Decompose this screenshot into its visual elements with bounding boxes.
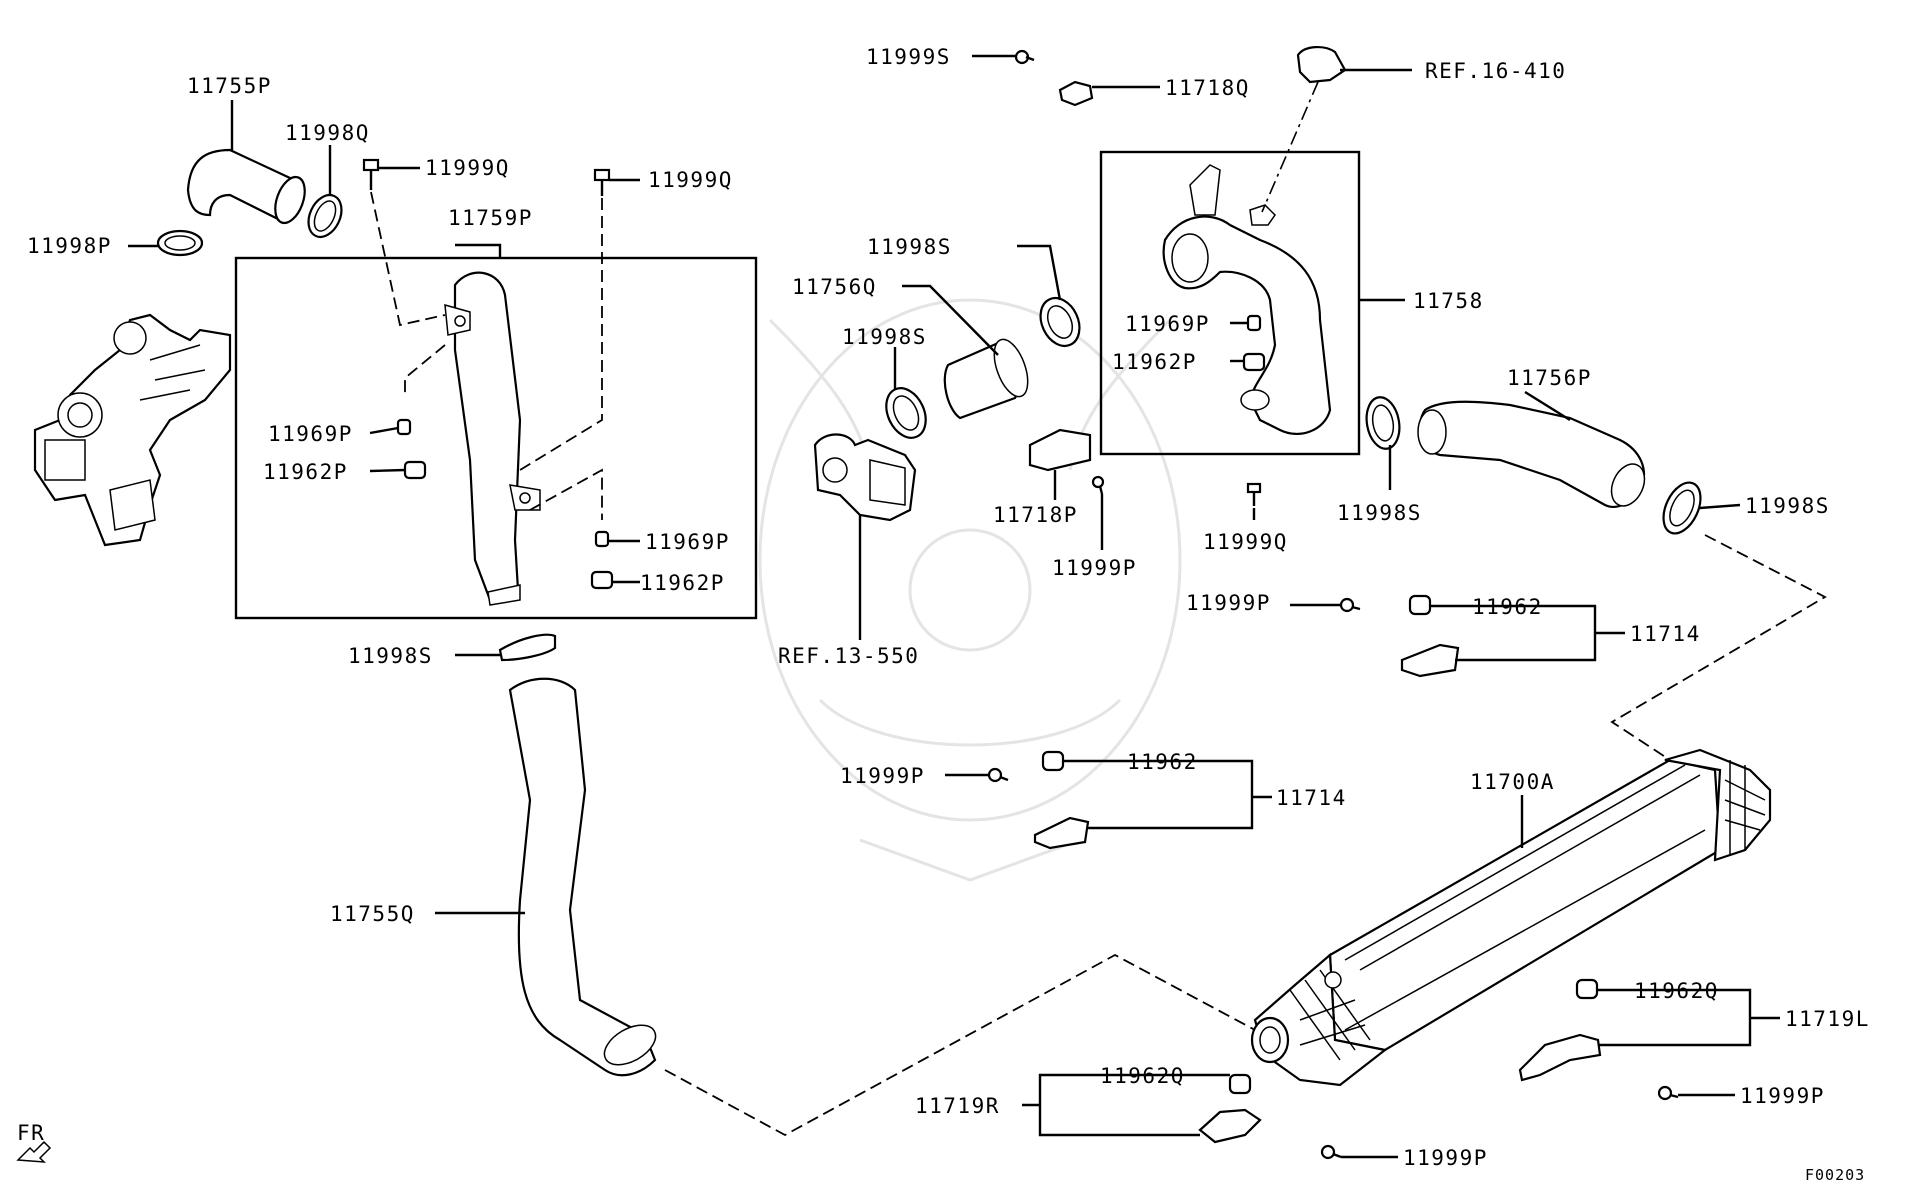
bracket-11718P — [1028, 428, 1092, 472]
grommet-11962-b — [1041, 750, 1065, 772]
label-11969P-b: 11969P — [645, 530, 730, 554]
grommet-11962-a — [1408, 594, 1432, 616]
label-11969P-c: 11969P — [1125, 312, 1210, 336]
label-11758: 11758 — [1413, 289, 1484, 313]
bolt-11999P-c — [987, 767, 1009, 783]
hose-11756Q — [943, 338, 1029, 420]
label-11999S: 11999S — [866, 45, 951, 69]
bolt-11999Q-right — [1246, 482, 1262, 506]
leader-lines — [128, 54, 1780, 1159]
pipe-11759P — [444, 271, 541, 606]
label-11700A: 11700A — [1470, 770, 1555, 794]
part-labels: 11755P 11998Q 11999Q 11999Q 11759P 11998… — [17, 45, 1870, 1184]
pipe-11758 — [1162, 164, 1332, 435]
nut-11969P-c — [1246, 314, 1262, 332]
label-11999P-e: 11999P — [1403, 1146, 1488, 1170]
label-11998S-d: 11998S — [1337, 501, 1422, 525]
label-11998Q: 11998Q — [285, 121, 370, 145]
label-11714-b: 11714 — [1276, 786, 1347, 810]
dash-11759P-d — [529, 468, 603, 520]
hose-11755P — [186, 148, 306, 225]
bolt-11999S — [1014, 49, 1035, 65]
label-11962-b: 11962 — [1127, 750, 1198, 774]
clamp-11998S-far-right — [1662, 481, 1702, 535]
grommet-11962Q-a — [1575, 978, 1599, 1000]
label-11719R: 11719R — [915, 1094, 1000, 1118]
clamp-11998S-right — [1365, 396, 1401, 450]
dash-11759P-b — [404, 344, 446, 395]
dash-ref16 — [1261, 81, 1319, 213]
nut-11969P-b — [594, 530, 610, 548]
bolt-11999P-b — [1339, 597, 1361, 613]
label-11998S-e: 11998S — [1745, 494, 1830, 518]
label-11969P-a: 11969P — [268, 422, 353, 446]
bracket-11714-b — [1033, 816, 1090, 850]
label-11999Q-c: 11999Q — [1203, 530, 1288, 554]
label-11755P: 11755P — [187, 74, 272, 98]
front-arrow-icon — [16, 1140, 52, 1163]
nut-11962P-c — [1242, 352, 1266, 372]
bolt-11999Q-left — [362, 158, 380, 190]
label-11962-a: 11962 — [1472, 595, 1543, 619]
dash-11755Q-to-intercooler — [664, 953, 1256, 1137]
label-11998S-c: 11998S — [842, 325, 927, 349]
bracket-11718Q — [1058, 80, 1094, 107]
label-11962P-c: 11962P — [1112, 350, 1197, 374]
label-11999P-a: 11999P — [1052, 556, 1137, 580]
nut-11962P-a — [403, 460, 427, 480]
bolt-11999Q-mid — [593, 168, 611, 196]
clamp-11998S-lower — [498, 633, 557, 662]
label-11999P-c: 11999P — [840, 764, 925, 788]
front-indicator-label: FR — [17, 1121, 45, 1145]
label-11962Q-b: 11962Q — [1100, 1064, 1185, 1088]
grommet-11962Q-b — [1228, 1073, 1252, 1095]
label-11999P-d: 11999P — [1740, 1084, 1825, 1108]
label-11998S-a: 11998S — [348, 644, 433, 668]
label-11718P: 11718P — [993, 503, 1078, 527]
sensor-ref16 — [1296, 46, 1347, 84]
label-11714-a: 11714 — [1630, 622, 1701, 646]
clamp-11998P — [156, 229, 204, 257]
group-box-11759P — [234, 256, 758, 620]
turbocharger — [33, 313, 232, 547]
intercooler — [1250, 748, 1772, 1087]
hose-11756P — [1417, 400, 1646, 508]
label-11999Q-a: 11999Q — [425, 156, 510, 180]
label-11999P-b: 11999P — [1186, 591, 1271, 615]
hose-11755Q — [508, 677, 657, 1077]
bracket-11719L — [1518, 1033, 1602, 1082]
label-11962P-b: 11962P — [640, 571, 725, 595]
label-11718Q: 11718Q — [1165, 76, 1250, 100]
clamp-11998S-mid — [885, 387, 927, 439]
label-11999Q-b: 11999Q — [648, 168, 733, 192]
label-11962Q-a: 11962Q — [1634, 979, 1719, 1003]
dash-11759P-a — [370, 191, 446, 327]
label-ref16: REF.16-410 — [1425, 59, 1566, 83]
group-box-11758 — [1099, 150, 1361, 456]
label-11998S-b: 11998S — [867, 235, 952, 259]
clamp-11998Q — [307, 193, 343, 239]
nut-11962P-b — [590, 570, 614, 590]
bolt-11999P-e — [1320, 1144, 1342, 1160]
label-11756Q: 11756Q — [792, 275, 877, 299]
dash-11759P-c — [519, 198, 603, 471]
bolt-11999P-mid — [1091, 475, 1105, 495]
nut-11969P-a — [396, 418, 412, 436]
throttle-body — [813, 433, 917, 522]
bracket-11714-a — [1400, 643, 1460, 678]
label-11755Q: 11755Q — [330, 902, 415, 926]
bracket-11719R — [1198, 1108, 1262, 1144]
label-11962P-a: 11962P — [263, 460, 348, 484]
diagram-code: F00203 — [1805, 1166, 1865, 1184]
label-ref13: REF.13-550 — [778, 644, 919, 668]
bolt-11999P-d — [1657, 1085, 1679, 1101]
clamp-11998S-upper — [1039, 296, 1081, 348]
label-11719L: 11719L — [1785, 1007, 1870, 1031]
label-11998P: 11998P — [27, 234, 112, 258]
dash-11756P-to-intercooler — [1610, 534, 1827, 761]
label-11756P: 11756P — [1507, 366, 1592, 390]
label-11759P: 11759P — [448, 206, 533, 230]
